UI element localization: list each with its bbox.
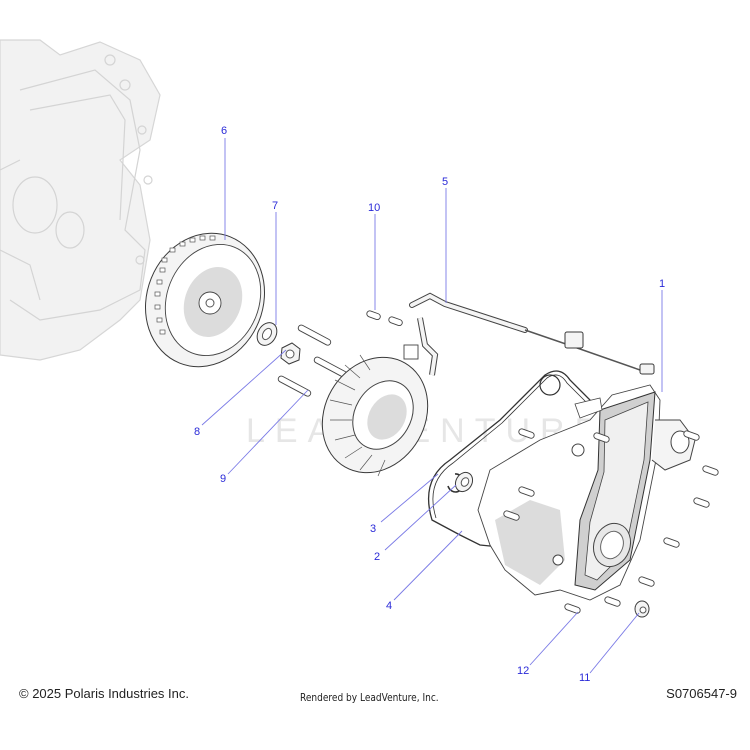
callout-8[interactable]: 8 (194, 426, 200, 438)
stator-screws[interactable] (366, 310, 403, 327)
leader-2 (384, 484, 457, 551)
flywheel-bolts[interactable] (277, 324, 348, 397)
leader-9 (227, 389, 309, 475)
ghost-engine-crankcase (0, 39, 161, 361)
callout-1[interactable]: 1 (659, 278, 665, 290)
leader-4 (393, 530, 463, 601)
callout-11[interactable]: 11 (579, 672, 590, 684)
cover-housing-part[interactable] (477, 384, 696, 601)
bearing-part[interactable] (452, 469, 476, 494)
callout-labels: 1 2 3 4 5 6 7 8 9 10 11 12 (194, 125, 665, 684)
callout-2[interactable]: 2 (374, 551, 380, 563)
callout-4[interactable]: 4 (386, 600, 392, 612)
washer-part[interactable] (253, 319, 281, 349)
callout-7[interactable]: 7 (272, 200, 278, 212)
leader-3 (380, 473, 439, 523)
callout-5[interactable]: 5 (442, 176, 448, 188)
nut-part[interactable] (280, 342, 301, 365)
leader-8 (201, 349, 287, 426)
callout-3[interactable]: 3 (370, 523, 376, 535)
leader-12 (529, 611, 579, 666)
flange-nut-part[interactable] (634, 600, 650, 618)
callout-6[interactable]: 6 (221, 125, 227, 137)
stator-part[interactable] (302, 338, 449, 492)
leader-11 (589, 612, 640, 674)
flywheel-part[interactable] (126, 215, 284, 385)
copyright-notice: © 2025 Polaris Industries Inc. (19, 686, 189, 701)
callout-10[interactable]: 10 (368, 202, 380, 214)
leader-lines (201, 138, 663, 674)
callout-12[interactable]: 12 (517, 665, 529, 677)
drawing-id: S0706547-9 (666, 686, 737, 701)
cover-bolts[interactable] (503, 428, 719, 614)
rendered-by-credit: Rendered by LeadVenture, Inc. (300, 691, 439, 704)
callout-9[interactable]: 9 (220, 473, 226, 485)
wire-harness-part[interactable] (403, 292, 655, 376)
